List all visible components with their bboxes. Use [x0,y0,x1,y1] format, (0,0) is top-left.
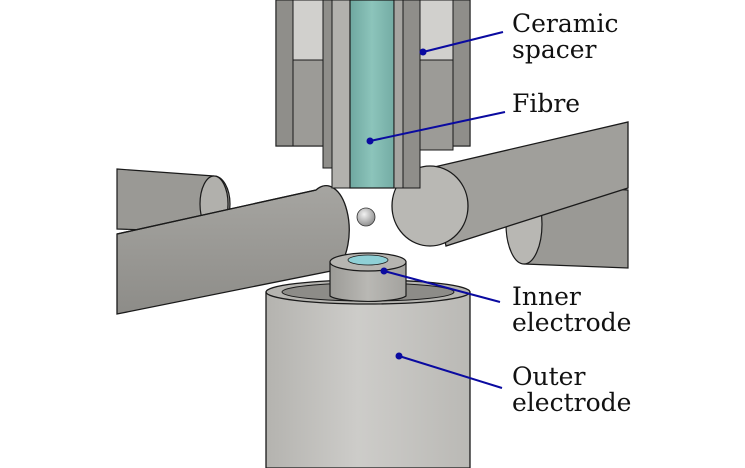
top-electrode-assembly [275,0,471,189]
label-outer-electrode-line2: electrode [512,388,631,417]
label-fibre: Fibre [512,89,580,118]
inner-electrode [329,252,407,303]
outer-electrode [265,279,471,468]
label-inner-electrode-line2: electrode [512,308,631,337]
label-ceramic-spacer-line2: spacer [512,35,597,64]
leader-inner-electrode [380,267,501,303]
label-ceramic-spacer-line1: Ceramic [512,9,618,38]
leader-outer-electrode [395,352,503,389]
label-outer-electrode-line1: Outer [512,362,585,391]
trapped-ion-sphere [356,207,376,227]
leader-ceramic-spacer [419,31,504,56]
leader-fibre [366,111,506,145]
fibre-core [349,0,395,189]
label-inner-electrode-line1: Inner [512,282,581,311]
